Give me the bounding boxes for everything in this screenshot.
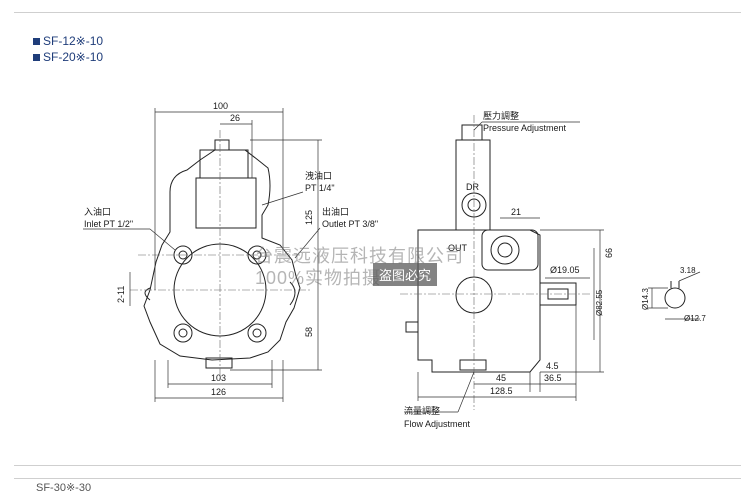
valve-housing: [195, 177, 257, 229]
flow-screw-boss: [459, 359, 487, 371]
bolt-hole: [247, 323, 267, 343]
dim-128-5: 128.5: [490, 386, 513, 396]
dim-shaft-dia: Ø19.05: [550, 265, 580, 275]
drain-label-cn: 洩油口: [305, 170, 332, 181]
dim-4-5: 4.5: [546, 361, 559, 371]
dim-height-side: 125: [304, 210, 314, 225]
dim-center-low: 58: [304, 327, 314, 337]
bolt-hole: [173, 323, 193, 343]
watermark-line2: 100%实物拍摄: [255, 268, 382, 288]
model-item: SF-12※-10: [33, 33, 103, 49]
square-bullet-icon: [33, 53, 40, 61]
dim-21: 21: [511, 207, 521, 217]
outlet-port: [490, 235, 520, 265]
next-model-label: SF-30※-30: [36, 482, 92, 494]
bottom-boss: [205, 357, 233, 369]
next-section-frame: [14, 478, 741, 499]
pressure-label-cn: 壓力調整: [483, 110, 519, 121]
watermark-badge: 盗图必究: [373, 263, 438, 286]
dim-bottom-outer: 126: [211, 387, 226, 397]
dim-36-5: 36.5: [544, 373, 562, 383]
inlet-label-cn: 入油口: [84, 206, 111, 217]
drain-label-en: PT 1/4": [305, 183, 335, 193]
shaft-12-7-dim: Ø12.7: [684, 314, 706, 323]
watermark-line1: 台震远液压科技有限公司: [255, 246, 464, 266]
pressure-screw: [461, 124, 483, 141]
dim-pilot-dia: Ø82.55: [595, 289, 604, 316]
content-frame: [14, 12, 741, 466]
dim-left-small: 2-11: [116, 286, 126, 303]
flow-label-cn: 流量調整: [404, 405, 440, 416]
adjuster-screw: [214, 139, 230, 151]
outlet-label-cn: 出油口: [322, 206, 349, 217]
pressure-label-en: Pressure Adjustment: [483, 123, 567, 133]
technical-drawing: 100 26 125 58 103 126 2-11 洩油口 PT 1/4" 入…: [83, 101, 706, 429]
out-label: OUT: [448, 243, 468, 253]
shaft-key-dim: 3.18: [680, 266, 696, 275]
shaft-section: [664, 287, 686, 309]
outlet-flange: [481, 229, 539, 271]
dim-width-top: 100: [213, 101, 228, 111]
flow-label-en: Flow Adjustment: [404, 419, 471, 429]
dim-66: 66: [604, 248, 614, 258]
dim-offset: 26: [230, 113, 240, 123]
dr-label: DR: [466, 182, 479, 192]
inlet-label-en: Inlet PT 1/2": [84, 219, 133, 229]
model-item: SF-20※-10: [33, 49, 103, 65]
pump-body-outline: [143, 149, 301, 361]
adjuster-block: [199, 149, 249, 179]
dim-45: 45: [496, 373, 506, 383]
side-plug: [405, 321, 419, 333]
square-bullet-icon: [33, 37, 40, 45]
dim-bottom-inner: 103: [211, 373, 226, 383]
shaft-dia-dim: Ø14.3: [641, 288, 650, 310]
outlet-label-en: Outlet PT 3/8": [322, 219, 378, 229]
model-list: SF-12※-10 SF-20※-10: [33, 33, 103, 65]
